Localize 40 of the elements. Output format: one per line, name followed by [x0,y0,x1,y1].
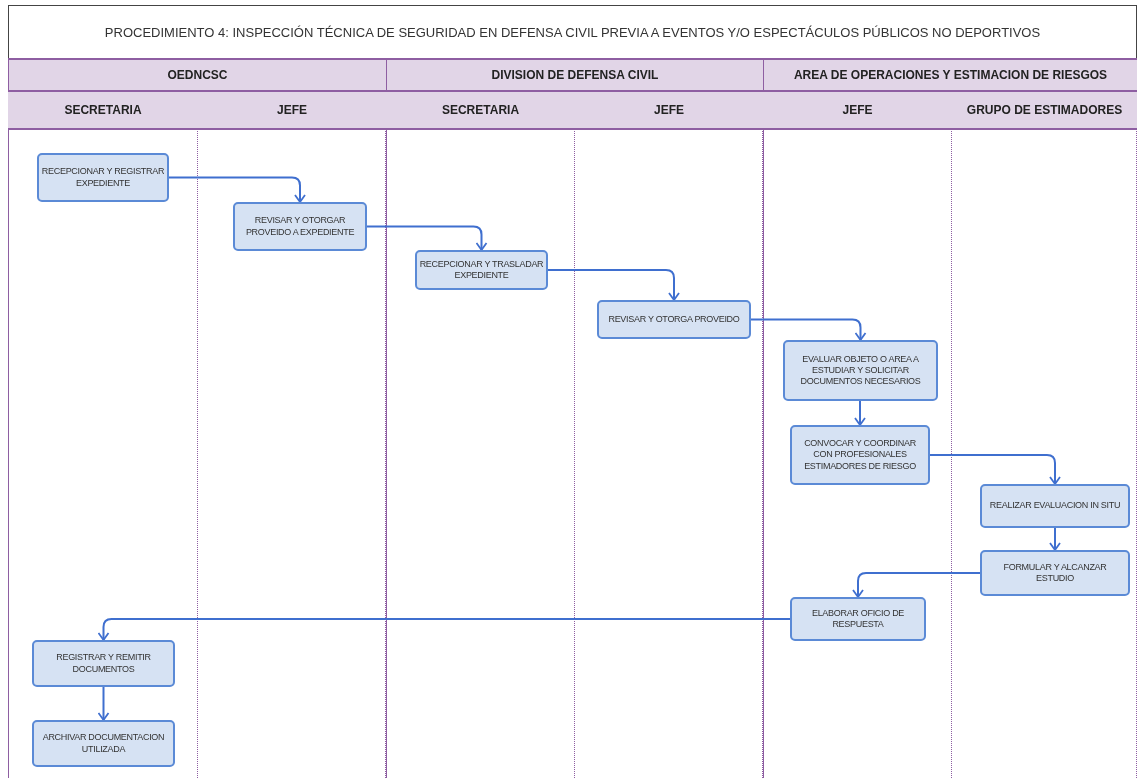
arrow [366,225,488,251]
swimlane [952,92,1137,778]
pool-header: DIVISION DE DEFENSA CIVIL [387,58,763,92]
lane-header: SECRETARIA [386,92,575,130]
pool-header: OEDNCSC [9,58,386,92]
process-box: RECEPCIONAR Y REGISTRAR EXPEDIENTE [37,153,169,202]
pool-header: AREA DE OPERACIONES Y ESTIMACION DE RIESGOS [764,58,1137,92]
process-box: ELABORAR OFICIO DE RESPUESTA [790,597,926,641]
swimlane-pool [386,58,763,778]
process-box: ARCHIVAR DOCUMENTACION UTILIZADA [32,720,175,767]
lane-header: JEFE [763,92,952,130]
arrow [547,269,680,301]
process-box: FORMULAR Y ALCANZAR ESTUDIO [980,550,1130,596]
process-box: RECEPCIONAR Y TRASLADAR EXPEDIENTE [415,250,548,290]
swimlane [8,92,198,778]
lane-header: SECRETARIA [8,92,198,130]
arrow [852,572,981,598]
swimlane [763,92,952,778]
arrow [168,176,306,203]
process-box: REGISTRAR Y REMITIR DOCUMENTOS [32,640,175,687]
swimlane [198,92,386,778]
lane-header: JEFE [575,92,763,130]
arrow [750,318,867,341]
arrow [97,618,791,641]
lane-header: JEFE [198,92,386,130]
arrow [929,454,1061,485]
diagram-title: PROCEDIMIENTO 4: INSPECCIÓN TÉCNICA DE SEGURIDAD EN DEFENSA CIVIL PREVIA A EVENTOS Y/O ESPECTÁCULOS PÚBLICOS NO DEPORTIVOS [104,24,1041,40]
arrow [1049,527,1061,551]
process-box: CONVOCAR Y COORDINAR CON PROFESIONALES ESTIMADORES DE RIESGO [790,425,930,485]
process-box: EVALUAR OBJETO O AREA A ESTUDIAR Y SOLICITAR DOCUMENTOS NECESARIOS [783,340,938,401]
process-box: REVISAR Y OTORGAR PROVEIDO A EXPEDIENTE [233,202,367,251]
swimlane-pool [8,58,386,778]
swimlane [386,92,575,778]
process-box: REVISAR Y OTORGA PROVEIDO [597,300,751,339]
lane-header: GRUPO DE ESTIMADORES [952,92,1137,130]
swimlane [575,92,763,778]
arrow [97,686,110,721]
process-box: REALIZAR EVALUACION IN SITU [980,484,1130,528]
swimlane-pool [763,58,1137,778]
arrow [854,400,866,426]
